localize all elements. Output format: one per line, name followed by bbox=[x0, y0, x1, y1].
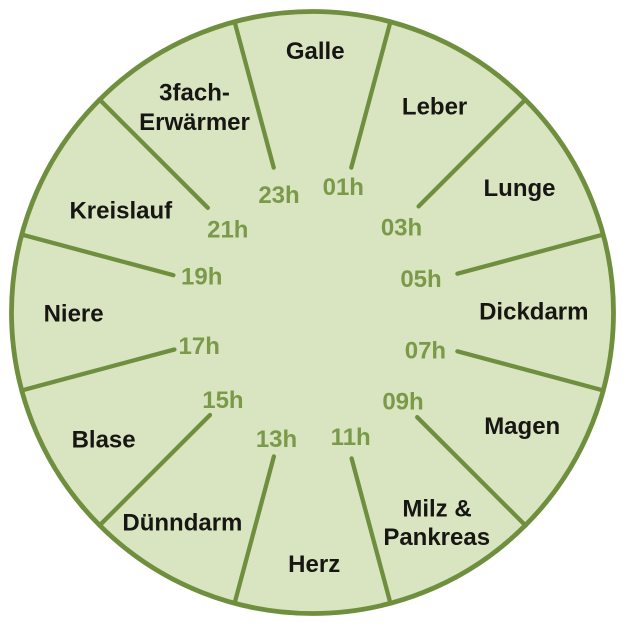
svg-text:Magen: Magen bbox=[484, 413, 560, 440]
svg-text:05h: 05h bbox=[400, 266, 441, 293]
svg-text:3fach-: 3fach- bbox=[159, 79, 230, 106]
svg-text:23h: 23h bbox=[258, 182, 299, 209]
svg-text:Dickdarm: Dickdarm bbox=[479, 299, 588, 326]
svg-text:Dünndarm: Dünndarm bbox=[122, 510, 242, 537]
svg-text:Lunge: Lunge bbox=[484, 175, 556, 202]
svg-text:03h: 03h bbox=[381, 215, 422, 242]
svg-text:17h: 17h bbox=[179, 333, 220, 360]
svg-text:Leber: Leber bbox=[402, 94, 467, 121]
svg-text:Herz: Herz bbox=[288, 551, 340, 578]
svg-text:Galle: Galle bbox=[286, 38, 345, 65]
svg-text:Erwärmer: Erwärmer bbox=[139, 109, 250, 136]
svg-text:01h: 01h bbox=[323, 174, 364, 201]
svg-text:Milz &: Milz & bbox=[402, 496, 471, 523]
svg-text:19h: 19h bbox=[181, 264, 222, 291]
svg-text:09h: 09h bbox=[382, 389, 423, 416]
svg-text:13h: 13h bbox=[256, 426, 297, 453]
svg-text:Pankreas: Pankreas bbox=[383, 524, 490, 551]
svg-text:Niere: Niere bbox=[44, 301, 104, 328]
svg-text:Kreislauf: Kreislauf bbox=[69, 198, 173, 225]
svg-text:07h: 07h bbox=[405, 338, 446, 365]
svg-text:11h: 11h bbox=[331, 424, 371, 451]
svg-text:Blase: Blase bbox=[72, 427, 136, 454]
svg-text:21h: 21h bbox=[207, 217, 248, 244]
svg-text:15h: 15h bbox=[202, 387, 243, 414]
